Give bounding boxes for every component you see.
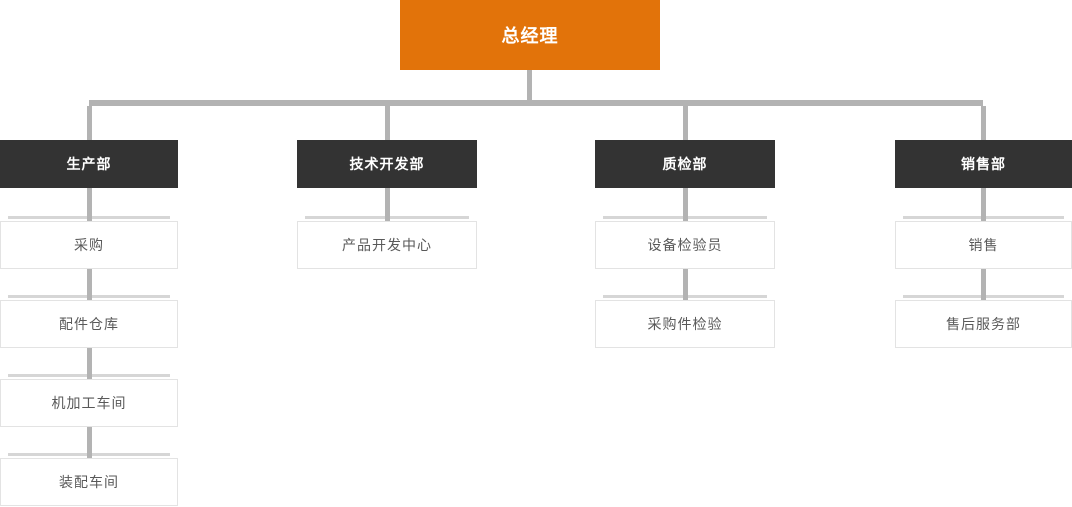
- branch-tech-development: 技术开发部 产品开发中心: [297, 0, 477, 507]
- connector-root-drop: [527, 70, 532, 100]
- connector-node-link: [981, 188, 986, 221]
- org-node-machining-workshop[interactable]: 机加工车间: [0, 379, 178, 427]
- connector-node-link: [86, 188, 92, 221]
- branch-sales: 销售部 销售 售后服务部: [895, 0, 1072, 507]
- org-node-label: 生产部: [66, 157, 112, 173]
- org-node-assembly-workshop[interactable]: 装配车间: [0, 458, 178, 506]
- connector-node-link: [86, 269, 92, 300]
- org-node-purchasing[interactable]: 采购: [0, 221, 178, 269]
- org-node-tech-development-dept[interactable]: 技术开发部: [297, 140, 477, 188]
- org-node-label: 产品开发中心: [342, 238, 432, 254]
- connector-branch-drop: [981, 106, 986, 140]
- org-node-label: 销售部: [961, 157, 1006, 173]
- org-node-parts-warehouse[interactable]: 配件仓库: [0, 300, 178, 348]
- connector-node-link: [981, 269, 986, 300]
- connector-branch-drop: [682, 106, 688, 140]
- connector-branch-drop: [86, 106, 92, 140]
- org-node-label: 技术开发部: [349, 157, 425, 173]
- org-node-after-sales-service-dept[interactable]: 售后服务部: [895, 300, 1072, 348]
- org-node-label: 采购: [74, 238, 104, 254]
- branch-quality-inspection: 质检部 设备检验员 采购件检验: [595, 0, 775, 507]
- org-node-quality-inspection-dept[interactable]: 质检部: [595, 140, 775, 188]
- org-node-label: 机加工车间: [51, 396, 127, 412]
- branch-production: 生产部 采购 配件仓库 机加工车间 装配车间: [0, 0, 178, 507]
- connector-node-link: [86, 427, 92, 458]
- org-node-label: 采购件检验: [647, 317, 723, 333]
- org-node-purchased-parts-inspection[interactable]: 采购件检验: [595, 300, 775, 348]
- org-node-production-dept[interactable]: 生产部: [0, 140, 178, 188]
- connector-node-link: [682, 188, 688, 221]
- connector-main-horizontal: [89, 100, 983, 106]
- org-node-label: 配件仓库: [59, 317, 119, 333]
- org-node-label: 装配车间: [59, 475, 119, 491]
- org-node-label: 总经理: [501, 26, 559, 47]
- org-node-equipment-inspector[interactable]: 设备检验员: [595, 221, 775, 269]
- connector-node-link: [384, 188, 390, 221]
- org-node-label: 质检部: [662, 157, 708, 173]
- org-node-sales-dept[interactable]: 销售部: [895, 140, 1072, 188]
- org-node-sales[interactable]: 销售: [895, 221, 1072, 269]
- org-node-label: 销售: [968, 238, 999, 254]
- org-node-label: 设备检验员: [647, 238, 723, 254]
- connector-branch-drop: [384, 106, 390, 140]
- connector-node-link: [682, 269, 688, 300]
- org-node-label: 售后服务部: [946, 317, 1021, 333]
- org-node-product-development-center[interactable]: 产品开发中心: [297, 221, 477, 269]
- connector-node-link: [86, 348, 92, 379]
